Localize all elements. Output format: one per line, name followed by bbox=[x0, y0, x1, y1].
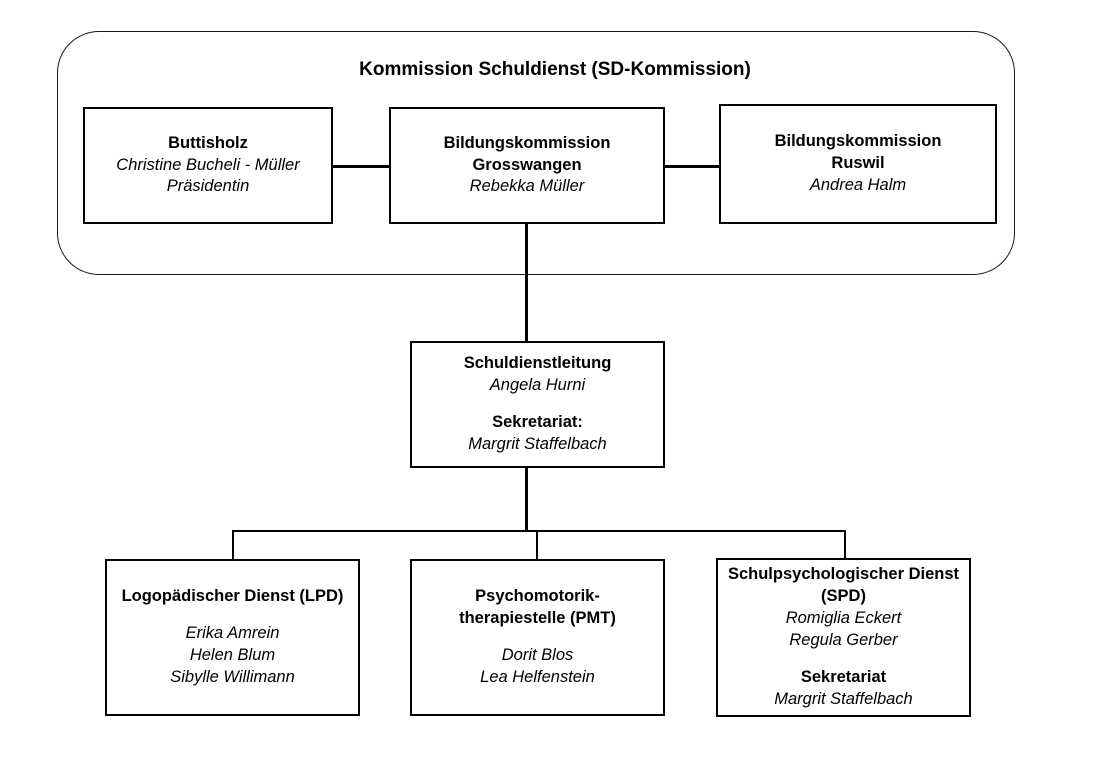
node-line: Helen Blum bbox=[189, 646, 276, 665]
node-line: Sibylle Willimann bbox=[170, 668, 295, 687]
node-schulpsychologischer-dienst[interactable]: Schulpsychologischer Dienst (SPD) Romigl… bbox=[716, 558, 971, 717]
connector-drop-schulpsychologischer-dienst bbox=[844, 530, 846, 559]
node-line: Psychomotorik- bbox=[475, 586, 600, 605]
node-line: Erika Amrein bbox=[185, 624, 280, 643]
connector-grosswangen-schuldienstleitung bbox=[525, 224, 528, 341]
node-line: Grosswangen bbox=[472, 155, 582, 174]
node-line: Präsidentin bbox=[166, 177, 250, 196]
node-line: Bildungskommission bbox=[443, 133, 611, 152]
connector-drop-logopaedischer-dienst bbox=[232, 530, 234, 560]
node-bildungskommission-grosswangen[interactable]: Bildungskommission Grosswangen Rebekka M… bbox=[389, 107, 665, 224]
node-line: Angela Hurni bbox=[489, 375, 586, 394]
connector-drop-psychomotorik-therapiestelle bbox=[536, 530, 538, 560]
page-title: Kommission Schuldienst (SD-Kommission) bbox=[359, 59, 751, 80]
node-line: (SPD) bbox=[821, 586, 866, 605]
connector-grosswangen-ruswil bbox=[663, 165, 719, 168]
commission-group-container bbox=[57, 31, 1015, 275]
node-line: Logopädischer Dienst (LPD) bbox=[121, 586, 344, 605]
node-buttisholz[interactable]: Buttisholz Christine Bucheli - Müller Pr… bbox=[83, 107, 333, 224]
node-psychomotorik-therapiestelle[interactable]: Psychomotorik- therapiestelle (PMT) Dori… bbox=[410, 559, 665, 716]
node-line: Schuldienstleitung bbox=[463, 353, 612, 372]
node-line: Schulpsychologischer Dienst bbox=[727, 564, 960, 583]
node-line: therapiestelle (PMT) bbox=[459, 608, 616, 627]
node-line: Christine Bucheli - Müller bbox=[116, 155, 300, 174]
connector-services-bar bbox=[232, 530, 846, 532]
connector-buttisholz-grosswangen bbox=[331, 165, 391, 168]
node-line: Lea Helfenstein bbox=[480, 668, 595, 687]
node-line: Dorit Blos bbox=[501, 646, 574, 665]
node-line: Bildungskommission bbox=[774, 132, 942, 151]
node-line: Rebekka Müller bbox=[469, 177, 585, 196]
connector-schuldienstleitung-stem bbox=[525, 468, 528, 532]
node-line: Andrea Halm bbox=[809, 175, 907, 194]
node-line: Margrit Staffelbach bbox=[774, 690, 913, 709]
node-line: Regula Gerber bbox=[789, 630, 898, 649]
node-logopaedischer-dienst[interactable]: Logopädischer Dienst (LPD) Erika Amrein … bbox=[105, 559, 360, 716]
node-line: Margrit Staffelbach bbox=[468, 435, 607, 454]
node-bildungskommission-ruswil[interactable]: Bildungskommission Ruswil Andrea Halm bbox=[719, 104, 997, 224]
node-schuldienstleitung[interactable]: Schuldienstleitung Angela Hurni Sekretar… bbox=[410, 341, 665, 468]
node-line: Sekretariat: bbox=[492, 413, 583, 432]
node-line: Romiglia Eckert bbox=[785, 608, 902, 627]
node-line: Buttisholz bbox=[168, 133, 248, 152]
node-line: Ruswil bbox=[831, 154, 885, 173]
node-line: Sekretariat bbox=[800, 668, 887, 687]
